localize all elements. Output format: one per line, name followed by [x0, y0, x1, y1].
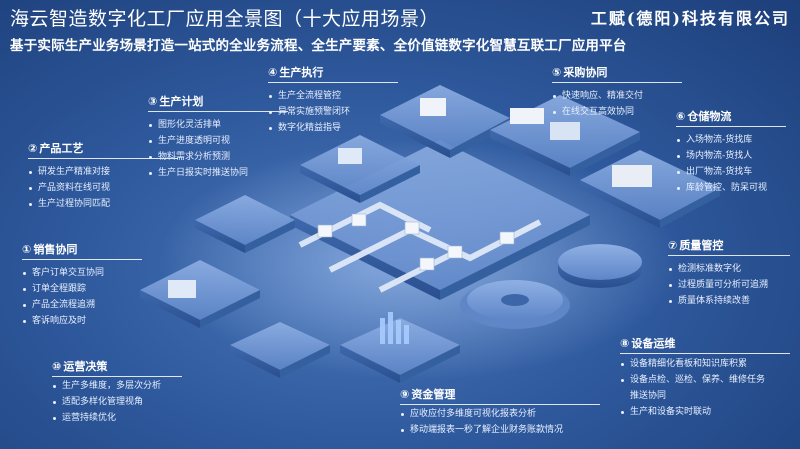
panel-item: 推送协同	[630, 391, 667, 401]
platform-execution	[380, 85, 510, 158]
panel-item: 库龄管控、防呆可视	[676, 180, 767, 196]
panel-item: 产品全流程追溯	[22, 297, 104, 313]
panel-title: 设备运维	[631, 337, 676, 350]
panel-item: 快速响应、精准交付	[552, 88, 643, 104]
panel-item: 设备精细化看板和知识库积累	[620, 356, 765, 372]
panel-item: 图形化灵活排单	[148, 117, 248, 133]
panel-number: ⑥	[676, 109, 686, 123]
panel-number: ③	[148, 94, 158, 108]
company-name: 工赋(德阳)科技有限公司	[590, 9, 790, 28]
platform-operation	[230, 322, 330, 378]
panel-item: 适配多样化管理视角	[52, 394, 161, 410]
panel-item: 生产进度透明可视	[148, 133, 248, 149]
panel-number: ①	[22, 242, 32, 256]
panel-item: 生产日报实时推送协同	[148, 165, 248, 181]
panel-item: 物料需求分析预测	[148, 149, 248, 165]
platform-product	[195, 195, 295, 253]
panel-number: ④	[268, 65, 278, 79]
machines	[317, 213, 515, 271]
panel-item: 过程质量可分析可追溯	[668, 277, 768, 293]
page-subtitle: 基于实际生产业务场景打造一站式的全业务流程、全生产要素、全价值链数字化智慧互联工…	[10, 38, 627, 54]
panel-number: ⑦	[668, 238, 678, 252]
panel-underline	[676, 126, 786, 127]
panel-underline	[268, 82, 398, 83]
platform-warehouse	[580, 150, 720, 228]
panel-item: 设备点检、巡检、保养、维修任务	[620, 372, 765, 388]
panel-item: 生产过程协同匹配	[28, 196, 110, 212]
panel-underline	[400, 404, 600, 405]
platform-sales	[140, 260, 260, 328]
panel-item: 出厂物流-货找车	[676, 164, 767, 180]
panel-item: 客户订单交互协同	[22, 265, 104, 281]
panel-item: 生产全流程管控	[268, 88, 350, 104]
panel-title: 资金管理	[411, 388, 456, 401]
panel-underline	[22, 259, 142, 260]
panel-item: 质量体系持续改善	[668, 293, 768, 309]
panel-number: ⑩	[52, 359, 62, 373]
page-title: 海云智造数字化工厂应用全景图（十大应用场景）	[10, 8, 440, 30]
panel-number: ②	[28, 141, 38, 155]
panel-underline	[28, 158, 178, 159]
panel-item: 订单全程跟踪	[22, 281, 104, 297]
panel-title: 生产计划	[159, 95, 204, 108]
panel-item: 场内物流-货找人	[676, 148, 767, 164]
panel-title: 质量管控	[679, 239, 724, 252]
panel-underline	[552, 82, 682, 83]
panel-item: 生产多维度，多层次分析	[52, 378, 161, 394]
panel-title: 仓储物流	[687, 110, 732, 123]
panel-item: 检测标准数字化	[668, 261, 768, 277]
panel-title: 采购协同	[563, 66, 608, 79]
panel-underline	[668, 255, 790, 256]
platform-equipment-gear	[460, 280, 570, 329]
panel-underline	[620, 353, 790, 354]
panel-underline	[148, 111, 288, 112]
panel-number: ⑧	[620, 336, 630, 350]
panel-item: 移动端报表一秒了解企业财务账款情况	[400, 422, 563, 438]
panel-item: 异常实施预警闭环	[268, 104, 350, 120]
panel-item: 生产和设备实时联动	[620, 404, 765, 420]
platform-quality	[558, 244, 642, 288]
panel-item: 客诉响应及时	[22, 313, 104, 329]
panel-item: 研发生产精准对接	[28, 164, 110, 180]
panel-title: 运营决策	[63, 360, 108, 373]
panel-number: ⑤	[552, 65, 562, 79]
panel-title: 产品工艺	[39, 142, 84, 155]
panel-item: 产品资料在线可视	[28, 180, 110, 196]
panel-underline	[52, 376, 182, 377]
platform-purchasing	[490, 95, 640, 176]
panel-item: 入场物流-货找库	[676, 132, 767, 148]
panel-number: ⑨	[400, 387, 410, 401]
panel-item: 在线交互高效协同	[552, 104, 643, 120]
panel-title: 生产执行	[279, 66, 324, 79]
panel-item: 运营持续优化	[52, 410, 161, 426]
platform-planning	[300, 135, 420, 203]
panel-item: 数字化精益指导	[268, 120, 350, 136]
panel-item: 应收应付多维度可视化报表分析	[400, 406, 563, 422]
panel-title: 销售协同	[33, 243, 78, 256]
platform-finance	[340, 312, 460, 383]
